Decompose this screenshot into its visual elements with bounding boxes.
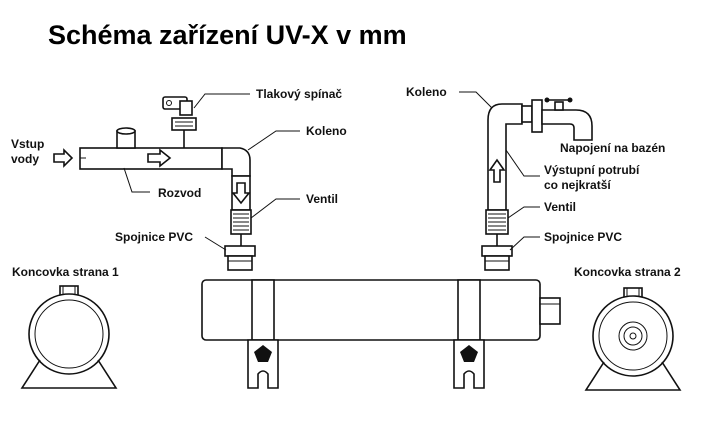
label-koleno-left: Koleno <box>306 124 347 138</box>
downpipe-left <box>231 175 251 211</box>
mount-bracket-right <box>453 279 485 389</box>
bolt-icon <box>254 345 272 362</box>
mount-bracket-left <box>247 279 279 389</box>
bolt-icon <box>460 345 478 362</box>
label-koncovka-2: Koncovka strana 2 <box>574 265 681 279</box>
label-co-nejkratsi: co nejkratší <box>544 178 611 192</box>
inlet-tee-branch <box>116 127 136 149</box>
label-spojnice-right: Spojnice PVC <box>544 230 622 244</box>
leader-lines <box>123 91 540 251</box>
label-vody: vody <box>11 152 39 166</box>
label-vystupni: Výstupní potrubí <box>544 163 640 177</box>
end-cap-2 <box>584 287 682 391</box>
up-arrow-icon <box>488 158 506 183</box>
pvc-coupling-right <box>481 234 513 271</box>
pressure-switch <box>162 96 197 148</box>
flow-arrow-icon <box>147 148 172 168</box>
inlet-arrow-icon <box>53 148 74 168</box>
uv-chamber <box>201 279 561 341</box>
end-cap-1 <box>20 285 118 389</box>
label-koncovka-1: Koncovka strana 1 <box>12 265 119 279</box>
pool-connection <box>521 97 593 141</box>
outlet-pipe-right <box>487 103 523 211</box>
elbow-left <box>221 147 251 177</box>
label-ventil-left: Ventil <box>306 192 338 206</box>
label-napojeni: Napojení na bazén <box>560 141 665 155</box>
valve-right <box>485 209 509 235</box>
label-tlakovy-spinac: Tlakový spínač <box>256 87 342 101</box>
label-koleno-right: Koleno <box>406 85 447 99</box>
label-vstup: Vstup <box>11 137 44 151</box>
page-title: Schéma zařízení UV-X v mm <box>48 20 407 50</box>
pvc-coupling-left <box>224 234 256 271</box>
label-spojnice-left: Spojnice PVC <box>115 230 193 244</box>
label-rozvod: Rozvod <box>158 186 201 200</box>
label-ventil-right: Ventil <box>544 200 576 214</box>
valve-left <box>230 209 252 235</box>
down-arrow-icon <box>231 182 251 205</box>
